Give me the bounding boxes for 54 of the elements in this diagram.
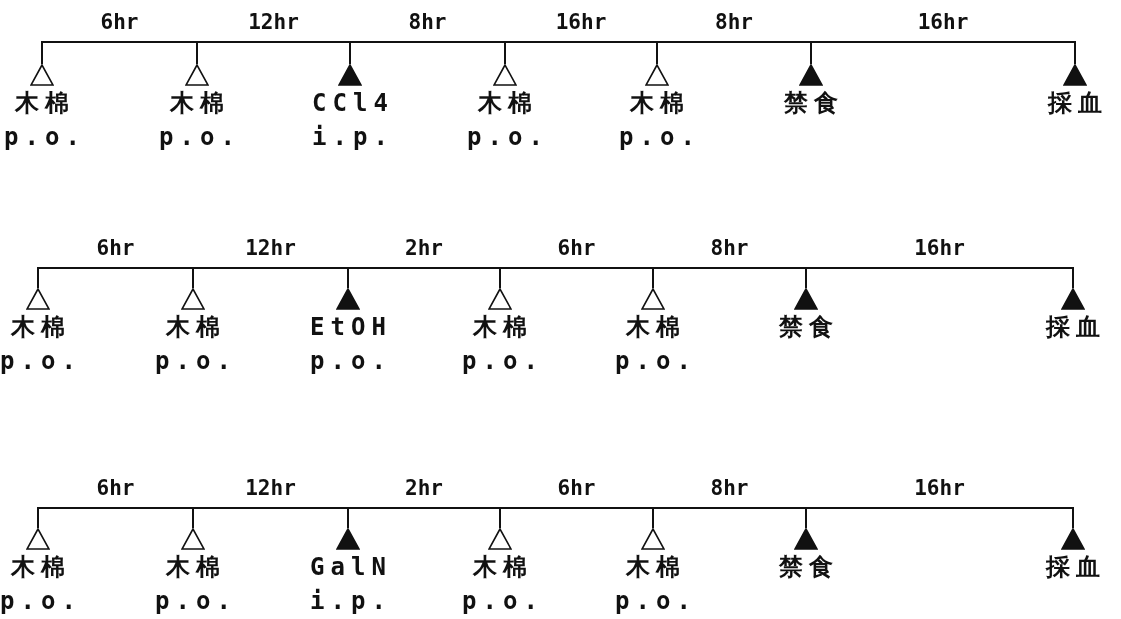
dose-label: p.o. (159, 122, 241, 153)
dose-label: p.o. (155, 586, 237, 617)
timeline-line (499, 507, 654, 529)
dose-label: 木棉 (626, 312, 686, 343)
dose-label: 木棉 (473, 552, 533, 583)
timeline-line (810, 41, 1076, 65)
timeline-line (805, 507, 1074, 529)
dose-label: 木棉 (166, 552, 226, 583)
dose-label: p.o. (467, 122, 549, 153)
dose-label: i.p. (312, 122, 394, 153)
timeline-line (805, 267, 1074, 289)
dose-label: p.o. (462, 586, 544, 617)
timeline-line (41, 41, 198, 65)
dose-label: p.o. (310, 346, 392, 377)
dose-label: 木棉 (15, 88, 75, 119)
dose-label: 採血 (1046, 312, 1106, 343)
dose-label: EtOH (310, 312, 392, 343)
timeline-line (347, 507, 501, 529)
dose-label: 木棉 (11, 312, 71, 343)
dose-label: 木棉 (478, 88, 538, 119)
timeline-line (499, 267, 654, 289)
timeline-line (504, 41, 658, 65)
dose-label: 採血 (1046, 552, 1106, 583)
dose-label: p.o. (619, 122, 701, 153)
dose-label: 木棉 (166, 312, 226, 343)
dose-label: p.o. (155, 346, 237, 377)
timeline-line (652, 507, 807, 529)
timeline-line (192, 507, 349, 529)
dose-label: p.o. (4, 122, 86, 153)
dose-label: 木棉 (11, 552, 71, 583)
dose-label: 禁食 (779, 312, 839, 343)
timeline-line (656, 41, 812, 65)
timeline-line (347, 267, 501, 289)
timeline-line (192, 267, 349, 289)
timeline-line (37, 507, 194, 529)
dose-label: 採血 (1048, 88, 1108, 119)
dose-label: p.o. (615, 586, 697, 617)
dose-label: 木棉 (170, 88, 230, 119)
timeline-line (37, 267, 194, 289)
dose-label: 木棉 (626, 552, 686, 583)
dose-label: i.p. (310, 586, 392, 617)
timeline-line (652, 267, 807, 289)
timeline-line (196, 41, 351, 65)
dose-label: 禁食 (784, 88, 844, 119)
timeline-line (349, 41, 506, 65)
dose-label: GalN (310, 552, 392, 583)
dose-label: CCl4 (312, 88, 394, 119)
dose-label: 木棉 (630, 88, 690, 119)
dose-label: p.o. (615, 346, 697, 377)
dose-label: 禁食 (779, 552, 839, 583)
dose-label: p.o. (0, 586, 82, 617)
dose-label: p.o. (462, 346, 544, 377)
dose-label: 木棉 (473, 312, 533, 343)
dose-label: p.o. (0, 346, 82, 377)
